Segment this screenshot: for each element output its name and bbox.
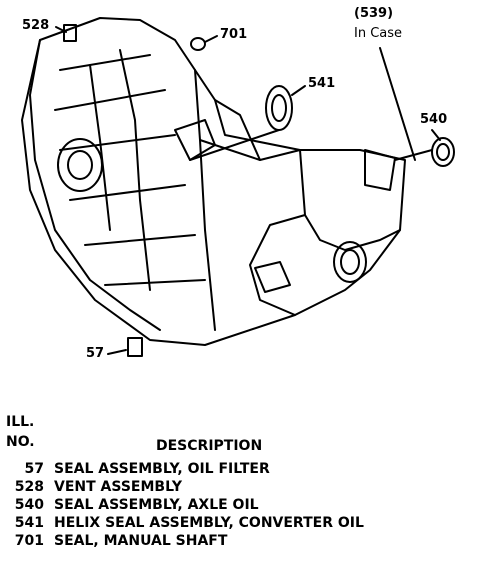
axle-oil-seal-part — [431, 137, 455, 167]
legend-item-number: 57 — [24, 461, 44, 477]
callout-528: 528 — [22, 18, 50, 33]
helix-seal-part — [265, 85, 293, 131]
legend-item-number: 541 — [14, 515, 44, 531]
legend-item-description: SEAL ASSEMBLY, OIL FILTER — [54, 461, 270, 477]
callout-539: (539) — [354, 6, 394, 21]
legend-item-number: 701 — [14, 533, 44, 549]
callout-540: 540 — [420, 112, 448, 127]
callout-in-case: In Case — [354, 26, 403, 41]
vent-assembly-part — [63, 24, 77, 42]
transmission-case-illustration — [21, 17, 455, 357]
legend-row: 701 SEAL, MANUAL SHAFT — [6, 532, 476, 550]
bell-housing — [29, 39, 161, 331]
legend-item-description: SEAL ASSEMBLY, AXLE OIL — [54, 497, 259, 513]
legend-rows: 57 SEAL ASSEMBLY, OIL FILTER 528 VENT ASSE… — [6, 460, 476, 550]
legend-header-ill: ILL. — [6, 414, 35, 430]
legend-header-description: DESCRIPTION — [156, 438, 263, 454]
callout-541: 541 — [308, 76, 336, 91]
manual-shaft-seal-part — [190, 37, 206, 51]
legend-item-description: VENT ASSEMBLY — [54, 479, 182, 495]
oil-filter-seal-part — [127, 337, 143, 357]
legend-item-description: HELIX SEAL ASSEMBLY, CONVERTER OIL — [54, 515, 364, 531]
legend-row: 540 SEAL ASSEMBLY, AXLE OIL — [6, 496, 476, 514]
legend-header-no: NO. — [6, 434, 35, 450]
legend-row: 57 SEAL ASSEMBLY, OIL FILTER — [6, 460, 476, 478]
legend-row: 541 HELIX SEAL ASSEMBLY, CONVERTER OIL — [6, 514, 476, 532]
callout-701: 701 — [220, 27, 248, 42]
legend-item-number: 528 — [14, 479, 44, 495]
case-parting-line — [194, 69, 216, 331]
legend-item-description: SEAL, MANUAL SHAFT — [54, 533, 228, 549]
callout-57: 57 — [86, 346, 105, 361]
legend-item-number: 540 — [14, 497, 44, 513]
legend-row: 528 VENT ASSEMBLY — [6, 478, 476, 496]
